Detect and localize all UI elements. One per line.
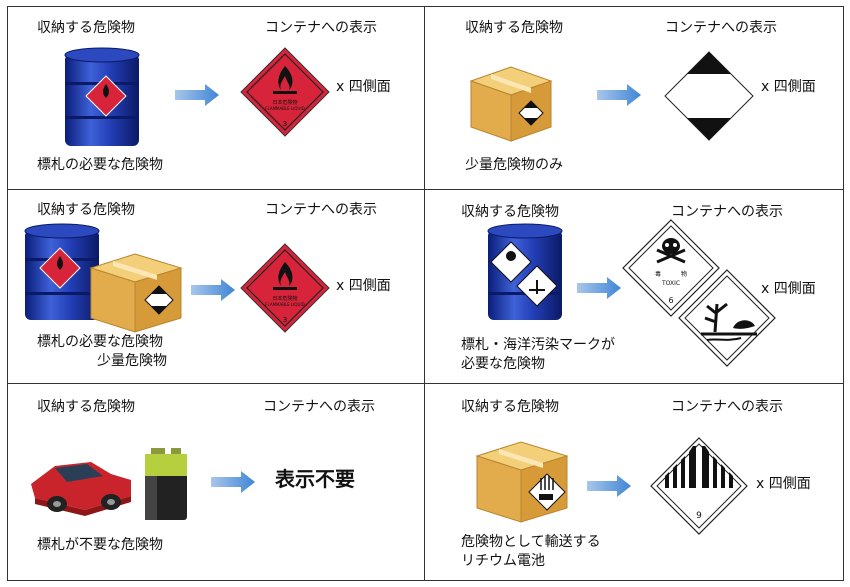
placard-jp-text: 日本危険物 xyxy=(272,295,297,302)
stored-goods-label: 収納する危険物 xyxy=(37,202,135,218)
column-divider xyxy=(424,6,425,581)
flammable-placard-icon: 日本危険物 FLAMMABLE LIQUID 3 xyxy=(240,47,330,137)
toxic-placard-icon: 毒 物 TOXIC 6 xyxy=(622,219,720,317)
container-display-label: コンテナへの表示 xyxy=(263,399,375,415)
placard-kanji-2: 物 xyxy=(681,270,687,278)
container-display-label: コンテナへの表示 xyxy=(665,20,777,36)
marine-pollutant-mark-icon xyxy=(678,269,776,367)
blue-drum-icon xyxy=(64,47,140,146)
stored-goods-label: 収納する危険物 xyxy=(465,20,563,36)
arrow-right-icon xyxy=(587,475,631,497)
arrow-right-icon xyxy=(597,84,641,106)
arrow-right-icon xyxy=(175,84,219,106)
cardboard-box-icon xyxy=(89,253,183,333)
red-car-icon xyxy=(31,462,131,516)
placard-class-number: 9 xyxy=(696,511,702,521)
cell-lithium-battery: 収納する危険物 コンテナへの表示 危険物として輸送する リチウム電池 9 x 四… xyxy=(425,384,841,569)
cardboard-box-icon xyxy=(469,66,553,142)
sides-multiplier: x 四側面 xyxy=(336,278,391,294)
placard-class-number: 3 xyxy=(283,120,287,128)
placard-en-text: FLAMMABLE LIQUID xyxy=(265,106,305,111)
class-9-placard-icon: 9 xyxy=(650,437,748,535)
stored-goods-label: 収納する危険物 xyxy=(37,399,135,415)
arrow-right-icon xyxy=(577,277,621,299)
stored-goods-label: 収納する危険物 xyxy=(461,204,559,220)
placard-jp-text: 日本危険物 xyxy=(272,99,297,106)
cell-mixed-goods: 収納する危険物 コンテナへの表示 標札の必要な危険物 少量危険物 xyxy=(7,190,423,375)
row-divider-1 xyxy=(7,189,844,190)
cell-limited-quantity: 収納する危険物 コンテナへの表示 少量危険物のみ x 四側面 xyxy=(425,6,841,191)
caption-line: 危険物として輸送する xyxy=(461,534,601,550)
limited-quantity-mark-icon xyxy=(664,51,754,141)
arrow-right-icon xyxy=(211,471,255,493)
table-frame xyxy=(7,6,844,581)
container-display-label: コンテナへの表示 xyxy=(671,204,783,220)
caption-line: 標札の必要な危険物 xyxy=(37,157,163,173)
flammable-placard-icon: 日本危険物 FLAMMABLE LIQUID 3 xyxy=(240,243,330,333)
battery-icon xyxy=(145,448,187,520)
stored-goods-label: 収納する危険物 xyxy=(37,20,135,36)
blue-drum-icon xyxy=(24,223,100,320)
cardboard-box-icon xyxy=(475,441,569,523)
container-display-label: コンテナへの表示 xyxy=(265,202,377,218)
sides-multiplier: x 四側面 xyxy=(761,281,816,297)
caption-line: 標札が不要な危険物 xyxy=(37,537,163,553)
arrow-right-icon xyxy=(191,279,235,301)
sides-multiplier: x 四側面 xyxy=(761,79,816,95)
caption-line: 標札の必要な危険物 xyxy=(37,334,163,350)
blue-drum-icon xyxy=(487,223,563,320)
caption-line: 少量危険物 xyxy=(97,353,167,369)
cell-marine-pollutant: 収納する危険物 コンテナへの表示 標札・海洋汚染マークが 必要な危険物 毒 物 … xyxy=(425,190,841,375)
caption-line: リチウム電池 xyxy=(461,553,545,569)
placard-class-number: 3 xyxy=(283,316,287,324)
caption-line: 標札・海洋汚染マークが xyxy=(461,337,615,353)
sides-multiplier: x 四側面 xyxy=(336,79,391,95)
placard-kanji-1: 毒 xyxy=(655,270,661,278)
row-divider-2 xyxy=(7,383,844,384)
container-display-label: コンテナへの表示 xyxy=(265,20,377,36)
cell-placarded-goods: 収納する危険物 コンテナへの表示 標札の必要な危険物 日本危険物 FLAMMAB… xyxy=(7,6,423,191)
sides-multiplier: x 四側面 xyxy=(756,476,811,492)
placard-en-text: TOXIC xyxy=(661,280,680,287)
placard-en-text: FLAMMABLE LIQUID xyxy=(265,302,305,307)
stored-goods-label: 収納する危険物 xyxy=(461,399,559,415)
placard-class-number: 6 xyxy=(668,296,673,305)
caption-line: 必要な危険物 xyxy=(461,356,545,372)
caption-line: 少量危険物のみ xyxy=(465,157,563,173)
cell-no-placard-goods: 収納する危険物 コンテナへの表示 標札が不要な危険物 表示不要 xyxy=(7,384,423,569)
container-display-label: コンテナへの表示 xyxy=(671,399,783,415)
no-display-required-text: 表示不要 xyxy=(275,467,355,491)
